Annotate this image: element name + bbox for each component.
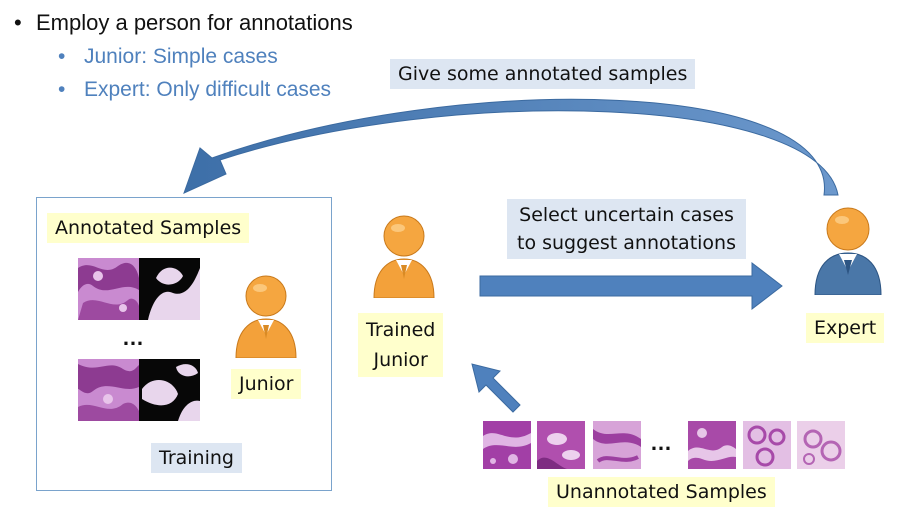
junior-label: Junior	[231, 369, 302, 399]
annotated-ellipsis: …	[122, 325, 146, 350]
trained-junior-person-icon	[370, 213, 438, 298]
annotated-samples-label: Annotated Samples	[47, 213, 250, 243]
unannotated-arrow	[471, 363, 521, 413]
expert-person-icon	[812, 205, 884, 295]
feedback-arrow	[183, 98, 839, 196]
annotated-sample-2	[78, 359, 200, 421]
unannotated-sample-6	[797, 421, 845, 469]
unannotated-samples-label: Unannotated Samples	[548, 477, 775, 507]
bullet-main: •Employ a person for annotations	[14, 10, 353, 35]
bullet-sub-junior: •Junior: Simple cases	[58, 45, 278, 68]
unannotated-sample-3	[593, 421, 641, 469]
give-samples-label: Give some annotated samples	[390, 59, 696, 89]
training-box	[36, 197, 332, 491]
bullet-sub-expert: •Expert: Only difficult cases	[58, 78, 332, 101]
unannotated-ellipsis: …	[650, 430, 674, 455]
annotated-sample-1	[78, 258, 200, 320]
unannotated-sample-2	[537, 421, 585, 469]
select-arrow	[479, 261, 783, 311]
select-uncertain-label: Select uncertain cases to suggest annota…	[507, 199, 746, 259]
unannotated-sample-5	[743, 421, 791, 469]
training-label: Training	[151, 443, 242, 473]
unannotated-sample-1	[483, 421, 531, 469]
junior-person-icon	[232, 273, 300, 358]
trained-junior-label: Trained Junior	[358, 313, 444, 377]
expert-label: Expert	[806, 313, 885, 343]
unannotated-sample-4	[688, 421, 736, 469]
